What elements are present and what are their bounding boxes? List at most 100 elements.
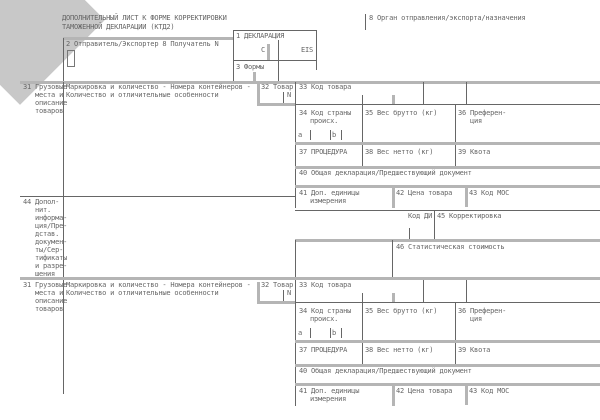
box-45-label[interactable]: 45 Корректировка bbox=[437, 212, 502, 220]
box-42-label[interactable]: 42 Цена товара bbox=[396, 387, 453, 395]
divider bbox=[20, 196, 295, 197]
box-44-label-line: тификаты bbox=[35, 254, 68, 262]
box-31-label: товаров bbox=[35, 305, 64, 313]
box-40-label[interactable]: 40 Общая декларация/Предшествующий докум… bbox=[299, 367, 472, 375]
divider bbox=[295, 340, 600, 343]
divider bbox=[295, 302, 600, 303]
box-38-label[interactable]: 38 Вес нетто (кг) bbox=[365, 148, 434, 156]
divider bbox=[392, 293, 395, 302]
box-36-label: ция bbox=[470, 315, 483, 323]
box-32-n: N bbox=[287, 289, 292, 297]
box-31-label: места и bbox=[35, 289, 64, 297]
box-46-label[interactable]: 46 Статистическая стоимость bbox=[396, 243, 505, 251]
divider bbox=[392, 187, 395, 208]
divider bbox=[295, 280, 296, 406]
box-39-label[interactable]: 39 Квота bbox=[458, 148, 491, 156]
divider bbox=[233, 60, 317, 61]
marking-label: Количество и отличительные особенности bbox=[66, 91, 219, 99]
divider bbox=[434, 210, 435, 240]
box-33-label[interactable]: 33 Код товара bbox=[299, 281, 352, 289]
divider bbox=[392, 385, 395, 406]
box-41-label[interactable]: 41 Доп. единицы bbox=[299, 387, 360, 395]
divider bbox=[341, 328, 342, 338]
divider bbox=[392, 240, 393, 278]
divider bbox=[295, 82, 296, 208]
divider bbox=[362, 293, 363, 302]
divider bbox=[295, 104, 600, 105]
box-34-label: 34 Код страны bbox=[299, 307, 352, 315]
box-34-label: происх. bbox=[310, 315, 339, 323]
box-1-c: С bbox=[261, 46, 266, 54]
box-31-label: 31 Грузовые bbox=[23, 281, 68, 289]
divider bbox=[278, 40, 279, 82]
box-34-a: a bbox=[298, 329, 303, 337]
divider bbox=[362, 95, 363, 104]
box-2-sender-label[interactable]: 2 Отправитель/Экспортер 8 Получатель N bbox=[66, 40, 219, 48]
box-34-b: b bbox=[332, 329, 337, 337]
box-34-label: происх. bbox=[310, 117, 339, 125]
divider bbox=[20, 81, 600, 84]
box-37-label[interactable]: 37 ПРОЦЕДУРА bbox=[299, 346, 348, 354]
divider bbox=[365, 14, 366, 30]
box-41-label: измерения bbox=[310, 395, 347, 403]
box-42-label[interactable]: 42 Цена товара bbox=[396, 189, 453, 197]
marking-label[interactable]: Маркировка и количество - Номера контейн… bbox=[66, 83, 251, 91]
box-31-label: описание bbox=[35, 99, 68, 107]
divider bbox=[20, 277, 600, 280]
goods-block: 31 Грузовые места и описание товаров Мар… bbox=[0, 82, 600, 208]
divider bbox=[465, 187, 468, 207]
divider bbox=[409, 228, 410, 240]
box-34-label: 34 Код страны bbox=[299, 109, 352, 117]
box-40-label[interactable]: 40 Общая декларация/Предшествующий докум… bbox=[299, 169, 472, 177]
divider bbox=[283, 92, 284, 104]
divider bbox=[362, 302, 363, 364]
box-43-label[interactable]: 43 Код МОС bbox=[469, 387, 510, 395]
divider bbox=[455, 302, 456, 364]
box-39-label[interactable]: 39 Квота bbox=[458, 346, 491, 354]
marking-label: Количество и отличительные особенности bbox=[66, 289, 219, 297]
box-31-label: 31 Грузовые bbox=[23, 83, 68, 91]
box-44-label-line: 44 Допол- bbox=[23, 198, 60, 206]
box-41-label[interactable]: 41 Доп. единицы bbox=[299, 189, 360, 197]
box-32-label: 32 Товар bbox=[261, 281, 294, 289]
box-1-eis: EIS bbox=[301, 46, 314, 54]
divider bbox=[341, 130, 342, 140]
divider bbox=[330, 328, 331, 338]
divider bbox=[330, 130, 331, 140]
box-44-label-line: докумен- bbox=[35, 238, 68, 246]
divider bbox=[257, 103, 295, 106]
divider bbox=[63, 196, 64, 278]
divider bbox=[295, 185, 600, 188]
box-36-label: ция bbox=[470, 117, 483, 125]
divider bbox=[253, 72, 256, 82]
divider bbox=[63, 82, 64, 196]
box-33-label[interactable]: 33 Код товара bbox=[299, 83, 352, 91]
box-38-label[interactable]: 38 Вес нетто (кг) bbox=[365, 346, 434, 354]
divider bbox=[392, 95, 395, 104]
box-35-label[interactable]: 35 Вес брутто (кг) bbox=[365, 307, 438, 315]
marking-label[interactable]: Маркировка и количество - Номера контейн… bbox=[66, 281, 251, 289]
divider bbox=[455, 104, 456, 166]
box-35-label[interactable]: 35 Вес брутто (кг) bbox=[365, 109, 438, 117]
box-37-label[interactable]: 37 ПРОЦЕДУРА bbox=[299, 148, 348, 156]
divider bbox=[295, 166, 600, 169]
divider bbox=[466, 82, 467, 104]
box-44-label-line: ция/Пре- bbox=[35, 222, 68, 230]
box-3-forms-label: 3 Формы bbox=[236, 63, 265, 71]
form-title-line2: ТАМОЖЕННОЙ ДЕКЛАРАЦИИ (КТД2) bbox=[62, 23, 175, 31]
divider bbox=[362, 104, 363, 166]
divider bbox=[295, 210, 600, 211]
box-31-label: места и bbox=[35, 91, 64, 99]
box-31-label: товаров bbox=[35, 107, 64, 115]
divider bbox=[465, 385, 468, 405]
box-31-label: описание bbox=[35, 297, 68, 305]
box-43-label[interactable]: 43 Код МОС bbox=[469, 189, 510, 197]
checkbox[interactable] bbox=[67, 50, 75, 67]
divider bbox=[233, 30, 234, 82]
divider bbox=[257, 301, 295, 304]
box-32-label: 32 Товар bbox=[261, 83, 294, 91]
divider bbox=[295, 364, 600, 367]
divider bbox=[466, 280, 467, 302]
divider bbox=[283, 290, 284, 302]
